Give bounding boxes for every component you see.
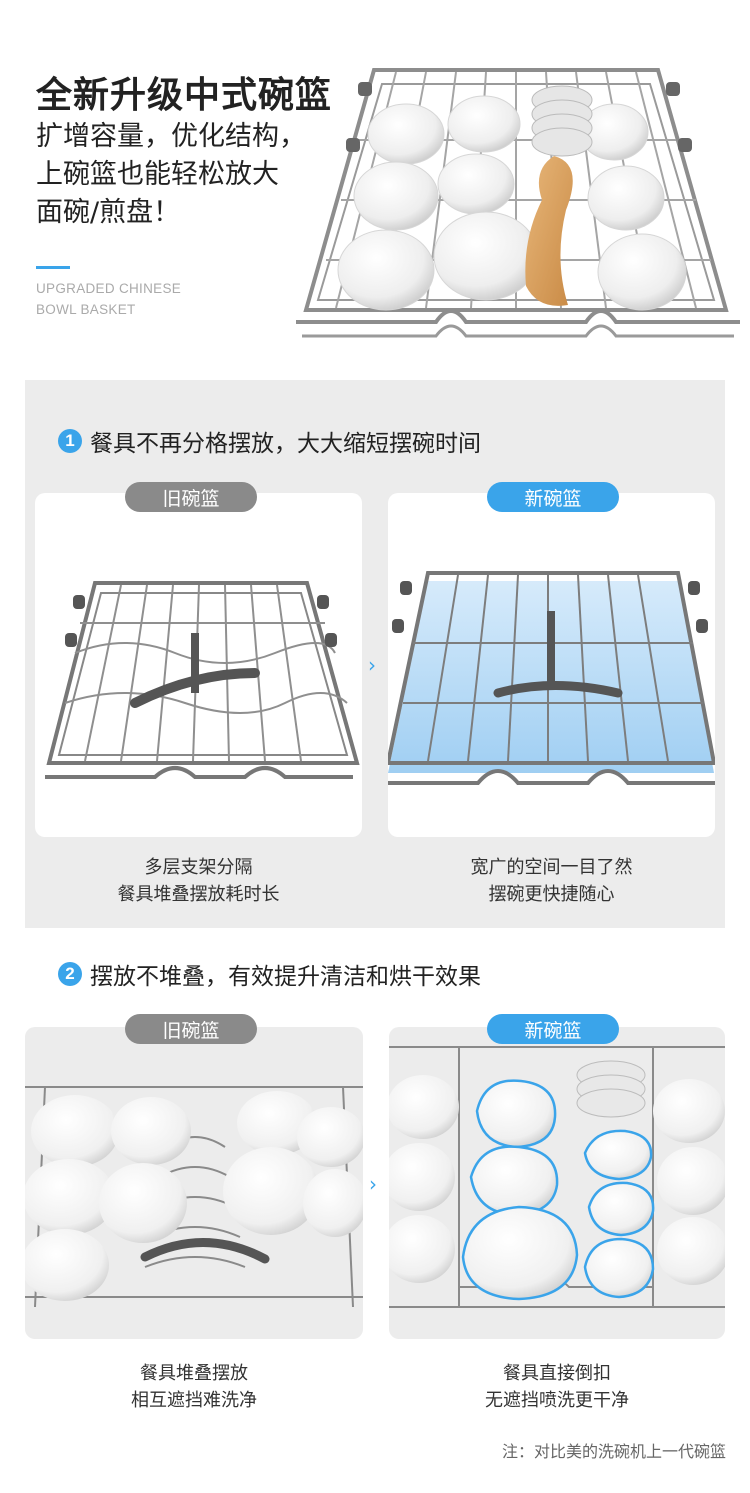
- caption-line: 餐具堆叠摆放: [140, 1363, 248, 1384]
- chevron-right-icon: ›: [369, 1172, 377, 1196]
- old-basket-label: 旧碗篮: [125, 482, 257, 512]
- section-2-title: 摆放不堆叠，有效提升清洁和烘干效果: [90, 964, 481, 990]
- section-number-badge: 2: [58, 962, 82, 986]
- caption-line: 相互遮挡难洗净: [131, 1390, 257, 1411]
- old-basket-caption: 多层支架分隔 餐具堆叠摆放耗时长: [35, 854, 362, 908]
- new-basket-image: [388, 571, 715, 785]
- section-1-title: 餐具不再分格摆放，大大缩短摆碗时间: [90, 431, 481, 457]
- old-basket-card: [25, 1027, 363, 1339]
- old-basket-card: [35, 493, 362, 837]
- caption-line: 餐具堆叠摆放耗时长: [117, 884, 280, 905]
- caption-line: 多层支架分隔: [144, 857, 253, 878]
- caption-line: 餐具直接倒扣: [503, 1363, 611, 1384]
- hero-en-line: UPGRADED CHINESE: [36, 281, 182, 296]
- section-1-header: 1 餐具不再分格摆放，大大缩短摆碗时间: [58, 424, 481, 458]
- new-basket-card: [388, 493, 715, 837]
- caption-line: 宽广的空间一目了然: [470, 857, 633, 878]
- old-basket-caption: 餐具堆叠摆放 相互遮挡难洗净: [25, 1360, 363, 1414]
- old-basket-image: [45, 581, 360, 779]
- caption-line: 无遮挡喷洗更干净: [485, 1390, 629, 1411]
- hero-description: 扩增容量，优化结构， 上碗篮也能轻松放大 面碗/煎盘！: [36, 118, 336, 232]
- new-basket-card: [389, 1027, 725, 1339]
- comparison-section-1: 1 餐具不再分格摆放，大大缩短摆碗时间 旧碗篮 ›: [25, 380, 725, 928]
- comparison-footnote: 注：对比美的洗碗机上一代碗篮: [501, 1442, 726, 1461]
- old-basket-label: 旧碗篮: [125, 1014, 257, 1044]
- hero-desc-line: 面碗/煎盘！: [36, 197, 181, 228]
- caption-line: 摆碗更快捷随心: [488, 884, 615, 905]
- new-basket-caption: 餐具直接倒扣 无遮挡喷洗更干净: [389, 1360, 725, 1414]
- new-basket-bowls-image: [389, 1046, 725, 1308]
- hero-basket-image: [296, 68, 740, 338]
- chevron-right-icon: ›: [368, 653, 376, 677]
- old-basket-bowls-image: [25, 1086, 363, 1308]
- hero-english-subtitle: UPGRADED CHINESE BOWL BASKET: [36, 278, 181, 320]
- hero-en-line: BOWL BASKET: [36, 302, 136, 317]
- hero-desc-line: 扩增容量，优化结构，: [36, 121, 306, 152]
- section-2-header: 2 摆放不堆叠，有效提升清洁和烘干效果: [58, 957, 481, 991]
- new-basket-label: 新碗篮: [487, 1014, 619, 1044]
- section-number-badge: 1: [58, 429, 82, 453]
- accent-divider: [36, 266, 70, 269]
- hero-title: 全新升级中式碗篮: [36, 75, 333, 116]
- new-basket-label: 新碗篮: [487, 482, 619, 512]
- hero-desc-line: 上碗篮也能轻松放大: [36, 159, 279, 190]
- new-basket-caption: 宽广的空间一目了然 摆碗更快捷随心: [388, 854, 715, 908]
- hero-section: 全新升级中式碗篮 扩增容量，优化结构， 上碗篮也能轻松放大 面碗/煎盘！ UPG…: [0, 0, 750, 370]
